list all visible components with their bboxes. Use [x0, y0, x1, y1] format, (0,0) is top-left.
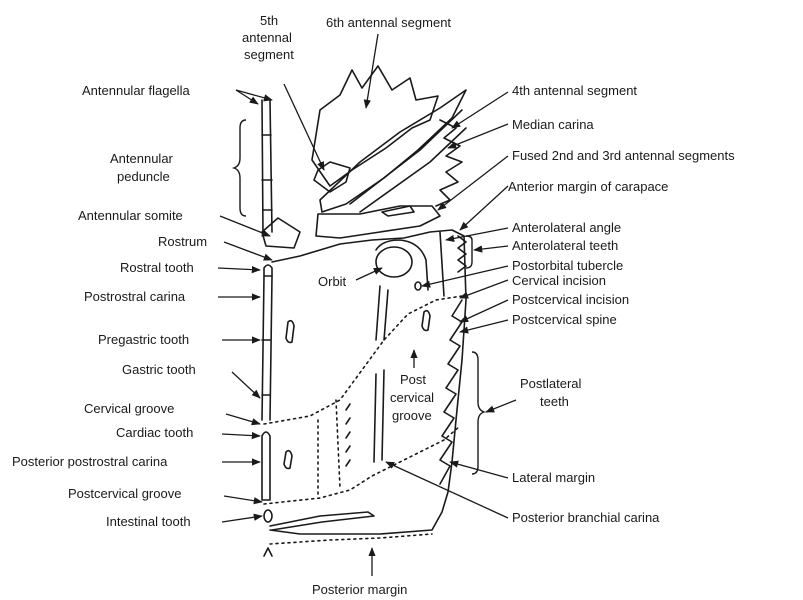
label-postorbital-tubercle: Postorbital tubercle — [512, 258, 623, 273]
gastric-boss-right — [422, 311, 430, 331]
label-gastric-tooth: Gastric tooth — [122, 362, 196, 377]
sixth-antennal-segment — [312, 66, 438, 186]
anterolateral-angle-line — [440, 232, 444, 296]
label-postlateral-teeth-l2: teeth — [540, 394, 569, 409]
label-postlateral-teeth-l1: Postlateral — [520, 376, 582, 391]
label-rostral-tooth: Rostral tooth — [120, 260, 194, 275]
label-postcervical-spine: Postcervical spine — [512, 312, 617, 327]
antennal-spines — [436, 120, 462, 206]
leader-gastric-tooth — [232, 372, 260, 398]
label-antennular-flagella: Antennular flagella — [82, 83, 190, 98]
carapace-outline — [270, 230, 466, 534]
branchial-ridge — [374, 370, 384, 462]
leader-cardiac-tooth — [222, 434, 260, 436]
anterolateral-teeth-bracket — [466, 236, 472, 268]
postrostral-carina — [262, 276, 272, 420]
gastric-boss-left — [286, 321, 294, 343]
leader-postcervical-spine — [460, 320, 508, 332]
label-post-cervical-groove-l3: groove — [392, 408, 432, 423]
carapace-drawing — [262, 66, 466, 556]
hepatic-ticks — [346, 404, 350, 466]
anterolateral-teeth-edge — [458, 236, 466, 272]
label-4th-antennal-segment: 4th antennal segment — [512, 83, 637, 98]
antennular-peduncle-bracket — [234, 120, 246, 216]
label-rostrum: Rostrum — [158, 234, 207, 249]
intestinal-tooth — [264, 510, 272, 522]
label-intestinal-tooth: Intestinal tooth — [106, 514, 191, 529]
label-anterolateral-angle: Anterolateral angle — [512, 220, 621, 235]
posterior-notch — [264, 548, 272, 556]
label-pregastric-tooth: Pregastric tooth — [98, 332, 189, 347]
label-cervical-groove: Cervical groove — [84, 401, 174, 416]
leader-rostral-tooth — [218, 268, 260, 270]
leader-cervical-incision — [460, 280, 508, 298]
leader-cervical-groove — [226, 414, 260, 424]
label-posterior-branchial-carina: Posterior branchial carina — [512, 510, 660, 525]
leader-flagella-a — [236, 90, 258, 104]
leader-postcervical-groove — [224, 496, 262, 502]
branchiocardiac-groove — [318, 400, 340, 496]
label-orbit: Orbit — [318, 274, 347, 289]
posterior-margin-groove — [270, 534, 432, 544]
label-cardiac-tooth: Cardiac tooth — [116, 425, 193, 440]
label-5th-antennal-segment-l1: 5th — [260, 13, 278, 28]
label-median-carina: Median carina — [512, 117, 594, 132]
orbit — [376, 247, 412, 277]
rostral-tooth — [264, 265, 272, 276]
leader-anterior-margin — [460, 186, 508, 230]
label-anterior-margin-carapace: Anterior margin of carapace — [508, 179, 668, 194]
leader-6th-segment — [366, 34, 378, 108]
leader-fused-segments — [438, 156, 508, 210]
label-anterolateral-teeth: Anterolateral teeth — [512, 238, 618, 253]
postcervical-groove — [264, 426, 460, 504]
postlateral-teeth-bracket — [472, 352, 484, 474]
median-carina-blade — [350, 110, 466, 212]
posterior-dorsal-ridge — [270, 512, 374, 530]
cardiac-boss — [284, 451, 292, 469]
cardiac-tooth — [262, 432, 270, 500]
label-fused-2nd-3rd: Fused 2nd and 3rd antennal segments — [512, 148, 735, 163]
label-posterior-margin: Posterior margin — [312, 582, 407, 597]
label-antennular-peduncle-l2: peduncle — [117, 169, 170, 184]
antennular-somite — [262, 218, 300, 248]
label-postcervical-groove: Postcervical groove — [68, 486, 181, 501]
label-5th-antennal-segment-l3: segment — [244, 47, 294, 62]
label-5th-antennal-segment-l2: antennal — [242, 30, 292, 45]
leader-intestinal-tooth — [222, 516, 262, 522]
leader-postlateral-teeth — [486, 400, 516, 412]
leader-anterolateral-angle — [446, 228, 508, 240]
label-lateral-margin: Lateral margin — [512, 470, 595, 485]
label-post-cervical-groove-l1: Post — [400, 372, 426, 387]
leader-4th-segment — [452, 92, 508, 128]
label-cervical-incision: Cervical incision — [512, 273, 606, 288]
antennular-flagellum — [262, 100, 272, 235]
label-antennular-peduncle-l1: Antennular — [110, 151, 174, 166]
basal-segment-slot — [382, 206, 414, 216]
leader-orbit — [356, 268, 382, 280]
label-postcervical-incision: Postcervical incision — [512, 292, 629, 307]
postorbital-tubercle — [415, 282, 421, 290]
label-post-cervical-groove-l2: cervical — [390, 390, 434, 405]
label-postrostral-carina: Postrostral carina — [84, 289, 186, 304]
label-posterior-postrostral-carina: Posterior postrostral carina — [12, 454, 168, 469]
label-6th-antennal-segment: 6th antennal segment — [326, 15, 451, 30]
leader-lateral-margin — [450, 462, 508, 478]
leader-postcervical-incision — [460, 300, 508, 322]
leader-anterolateral-teeth — [474, 246, 508, 250]
labels: 5th antennal segment 6th antennal segmen… — [12, 13, 735, 597]
label-antennular-somite: Antennular somite — [78, 208, 183, 223]
leader-flagella-b — [236, 90, 272, 100]
supraorbital-ridge — [376, 286, 388, 340]
